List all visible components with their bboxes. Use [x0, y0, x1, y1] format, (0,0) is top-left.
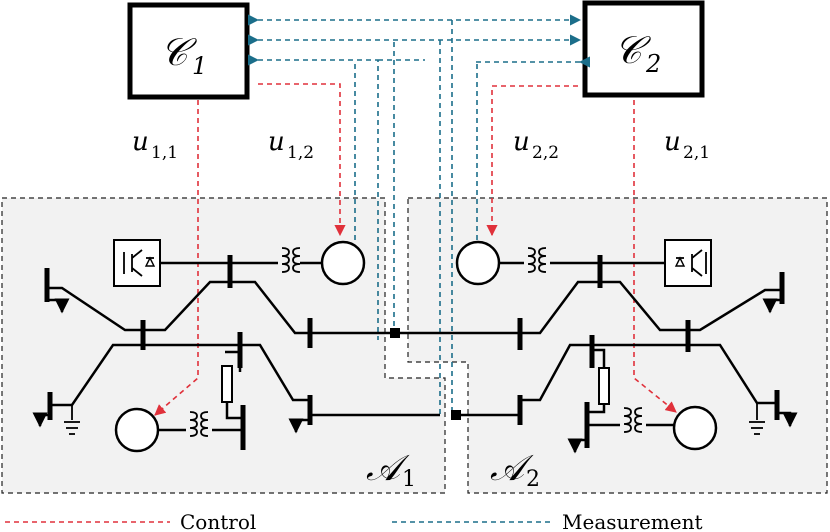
legend-measurement-label: Measurement — [562, 510, 703, 532]
label-u12: u 1,2 — [268, 127, 314, 163]
control-u12 — [258, 83, 346, 237]
control-u11 — [154, 100, 199, 416]
transformer-4-icon — [623, 407, 643, 433]
generator-1-icon — [320, 240, 366, 286]
area-2-network — [396, 239, 798, 454]
svg-text:1,1: 1,1 — [151, 143, 178, 163]
label-u21: u 2,1 — [664, 127, 710, 163]
converter-2-icon — [664, 239, 712, 287]
generator-4-icon — [672, 405, 718, 451]
inter-controller-links — [258, 14, 591, 415]
svg-text:u: u — [268, 127, 285, 157]
generator-3-icon — [455, 240, 501, 286]
control-u21 — [633, 100, 677, 413]
control-u22 — [486, 85, 578, 237]
legend-control-label: Control — [180, 510, 256, 532]
svg-text:2,2: 2,2 — [532, 143, 559, 163]
transformer-2-icon — [189, 411, 209, 437]
converter-icon — [113, 239, 161, 287]
generator-2-icon — [114, 407, 160, 453]
legend: Control Measurement — [5, 510, 703, 532]
controller-2: 𝒞 2 — [582, 0, 705, 98]
svg-text:u: u — [132, 127, 149, 157]
svg-text:u: u — [664, 127, 681, 157]
label-u11: u 1,1 — [132, 127, 178, 163]
transformer-3-icon — [527, 247, 547, 273]
svg-text:u: u — [513, 127, 530, 157]
svg-text:1: 1 — [402, 467, 416, 492]
svg-text:1,2: 1,2 — [287, 143, 314, 163]
label-u22: u 2,2 — [513, 127, 559, 163]
measurement-node-2 — [451, 410, 461, 420]
measurement-node-1 — [390, 328, 400, 338]
controller-2-sub: 2 — [645, 50, 661, 78]
controller-1-sub: 1 — [192, 52, 207, 80]
area-1-network — [32, 239, 440, 453]
svg-text:2,1: 2,1 — [683, 143, 710, 163]
transformer-1-icon — [281, 247, 301, 273]
svg-text:2: 2 — [526, 467, 540, 492]
controller-1: 𝒞 1 — [127, 2, 250, 100]
